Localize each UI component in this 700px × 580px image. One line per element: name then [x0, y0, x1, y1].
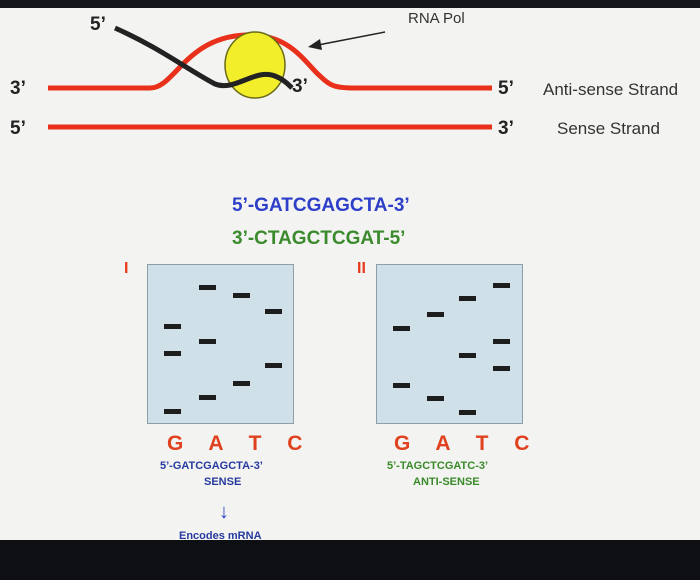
gel-1-band [233, 293, 250, 298]
gel-1-sequence: 5’-GATCGAGCTA-3’ [160, 460, 263, 472]
antisense-strand-line [48, 32, 492, 91]
gel-1-band [265, 309, 282, 314]
sequence-top: 5’-GATCGAGCTA-3’ [232, 195, 410, 216]
gel-1-band [164, 324, 181, 329]
gel-2 [376, 264, 523, 424]
gel-1 [147, 264, 294, 424]
gel-2-band [427, 396, 444, 401]
gel-1-band [164, 351, 181, 356]
gel-1-strand-type: SENSE [204, 476, 242, 488]
gel-2-band [459, 296, 476, 301]
rna-polymerase-circle [224, 31, 286, 99]
gel-2-numeral: II [357, 260, 366, 277]
rna-pol-label: RNA Pol [408, 10, 465, 27]
gel-2-band [427, 312, 444, 317]
sequence-bottom: 3’-CTAGCTCGAT-5’ [232, 228, 406, 249]
end-label-3-prime-rna: 3’ [292, 76, 308, 97]
gel-1-band [233, 381, 250, 386]
gel-2-band [393, 383, 410, 388]
end-label-5-prime-rna: 5’ [90, 14, 106, 35]
gel-2-lane-labels: G A T C [394, 432, 540, 455]
end-label-5-prime-antisense-right: 5’ [498, 78, 514, 99]
gel-1-numeral: I [124, 260, 129, 277]
antisense-strand-label: Anti-sense Strand [543, 80, 679, 99]
gel-2-band [393, 326, 410, 331]
down-arrow-icon: ↓ [219, 501, 229, 523]
gel-2-band [493, 339, 510, 344]
gel-1-band [199, 285, 216, 290]
gel-1-band [199, 395, 216, 400]
gel-2-strand-type: ANTI-SENSE [413, 476, 480, 488]
end-label-3-prime-antisense: 3’ [10, 78, 26, 99]
encodes-mrna-note: Encodes mRNA [179, 530, 262, 540]
gel-2-sequence: 5’-TAGCTCGATC-3’ [387, 460, 489, 472]
gel-1-band [265, 363, 282, 368]
gel-2-band [459, 410, 476, 415]
screen-bottom-edge [0, 540, 700, 580]
transcription-diagram [48, 25, 492, 130]
sense-strand-label: Sense Strand [557, 119, 661, 138]
rna-transcript-line [113, 25, 294, 90]
end-label-5-prime-sense: 5’ [10, 118, 26, 139]
gel-1-lane-labels: G A T C [167, 432, 313, 455]
rna-pol-arrow [317, 31, 386, 46]
screen-top-edge [0, 0, 700, 8]
gel-1-band [164, 409, 181, 414]
gel-2-band [459, 353, 476, 358]
slide: 5’ RNA Pol 3’ 5’ 3’ 5’ 3’ Anti-sense Str… [0, 8, 700, 540]
gel-1-band [199, 339, 216, 344]
rna-pol-arrowhead [308, 39, 322, 50]
end-label-3-prime-sense-right: 3’ [498, 118, 514, 139]
gel-2-band [493, 283, 510, 288]
gel-2-band [493, 366, 510, 371]
